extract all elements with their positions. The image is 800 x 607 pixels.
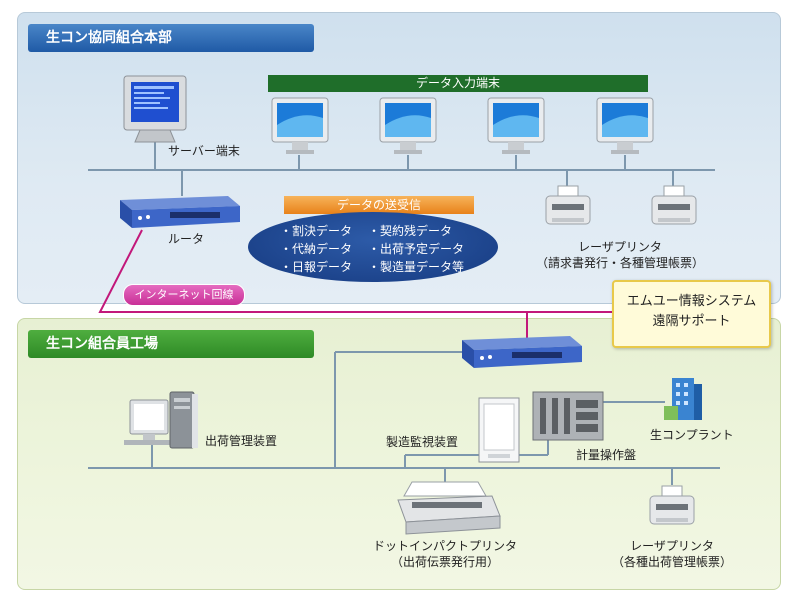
data-items-ellipse: ・割決データ ・代納データ ・日報データ ・契約残データ ・出荷予定データ ・製… bbox=[248, 212, 498, 282]
data-item-right-1: ・契約残データ bbox=[368, 224, 453, 238]
plant-title: 生コン組合員工場 bbox=[28, 330, 314, 358]
support-line-1: エムユー情報システム bbox=[626, 294, 757, 309]
monitor-device-label: 製造監視装置 bbox=[386, 435, 459, 449]
headquarters-title: 生コン協同組合本部 bbox=[28, 24, 314, 52]
hq-printer-label-1: レーザプリンタ bbox=[578, 240, 662, 254]
router-label: ルータ bbox=[168, 232, 205, 246]
data-item-left-1: ・割決データ bbox=[280, 224, 353, 238]
data-item-left-3: ・日報データ bbox=[280, 260, 353, 274]
remote-support-box: エムユー情報システム 遠隔サポート bbox=[612, 280, 771, 348]
data-item-right-2: ・出荷予定データ bbox=[368, 242, 465, 256]
data-item-left-2: ・代納データ bbox=[280, 242, 353, 256]
data-entry-label: データ入力端末 bbox=[268, 75, 648, 92]
data-item-right-3: ・製造量データ等 bbox=[368, 260, 465, 274]
dot-printer-label-2: （出荷伝票発行用） bbox=[390, 555, 499, 569]
internet-line-badge: インターネット回線 bbox=[123, 284, 245, 306]
plant-printer-label-2: （各種出荷管理帳票） bbox=[611, 555, 732, 569]
server-label: サーバー端末 bbox=[168, 144, 240, 158]
shipping-device-label: 出荷管理装置 bbox=[205, 434, 278, 448]
data-transfer-label: データの送受信 bbox=[284, 196, 474, 214]
operation-panel-label: 計量操作盤 bbox=[576, 448, 637, 462]
plant-panel bbox=[17, 318, 781, 590]
plant-printer-label-1: レーザプリンタ bbox=[630, 539, 714, 553]
support-line-2: 遠隔サポート bbox=[652, 314, 731, 329]
plant-label: 生コンプラント bbox=[650, 428, 734, 442]
hq-printer-label-2: （請求書発行・各種管理帳票） bbox=[535, 256, 704, 270]
dot-printer-label-1: ドットインパクトプリンタ bbox=[372, 539, 517, 553]
